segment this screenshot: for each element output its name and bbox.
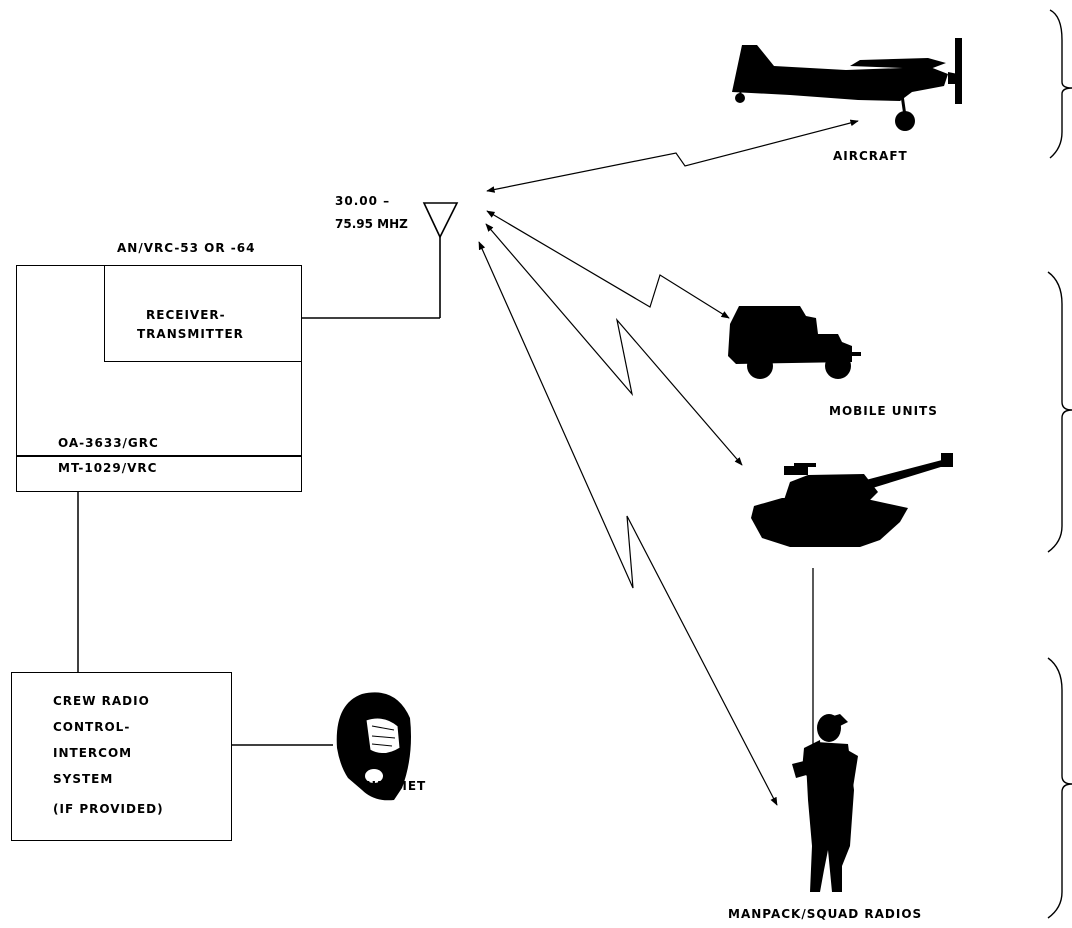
brace-top: [1049, 9, 1072, 159]
mount-label: MT-1029/VRC: [58, 461, 158, 475]
soldier-icon: [792, 714, 858, 892]
aircraft-icon: [732, 38, 962, 131]
helmet-icon: [336, 692, 411, 801]
crew-label-line4: SYSTEM: [53, 772, 114, 786]
aircraft-label: AIRCRAFT: [833, 149, 908, 163]
rt-label-line2: TRANSMITTER: [137, 327, 244, 341]
mount-divider: [16, 455, 302, 457]
antenna-icon: [302, 202, 459, 319]
brace-bottom: [1047, 657, 1072, 919]
brace-middle: [1047, 271, 1072, 553]
crew-label-line5: (IF PROVIDED): [53, 802, 164, 816]
radio-set-title: AN/VRC-53 OR -64: [117, 241, 256, 255]
tank-icon: [751, 453, 953, 547]
crew-control-box: [11, 672, 232, 841]
crew-label-line1: CREW RADIO: [53, 694, 150, 708]
crew-label-line2: CONTROL-: [53, 720, 131, 734]
helmet-label: HELMET: [366, 779, 427, 793]
link-jeep: [486, 210, 730, 319]
receiver-transmitter-box: [104, 265, 302, 362]
manpack-label: MANPACK/SQUAD RADIOS: [728, 907, 923, 921]
rt-label-line1: RECEIVER-: [146, 308, 226, 322]
frequency-label-line2: 75.95 MHZ: [335, 217, 408, 231]
frequency-label-line1: 30.00 –: [335, 194, 391, 208]
jeep-icon: [728, 306, 861, 379]
link-manpack: [478, 241, 778, 806]
mobile-units-label: MOBILE UNITS: [829, 404, 938, 418]
crew-label-line3: INTERCOM: [53, 746, 133, 760]
amplifier-label: OA-3633/GRC: [58, 436, 159, 450]
link-aircraft: [486, 119, 859, 193]
